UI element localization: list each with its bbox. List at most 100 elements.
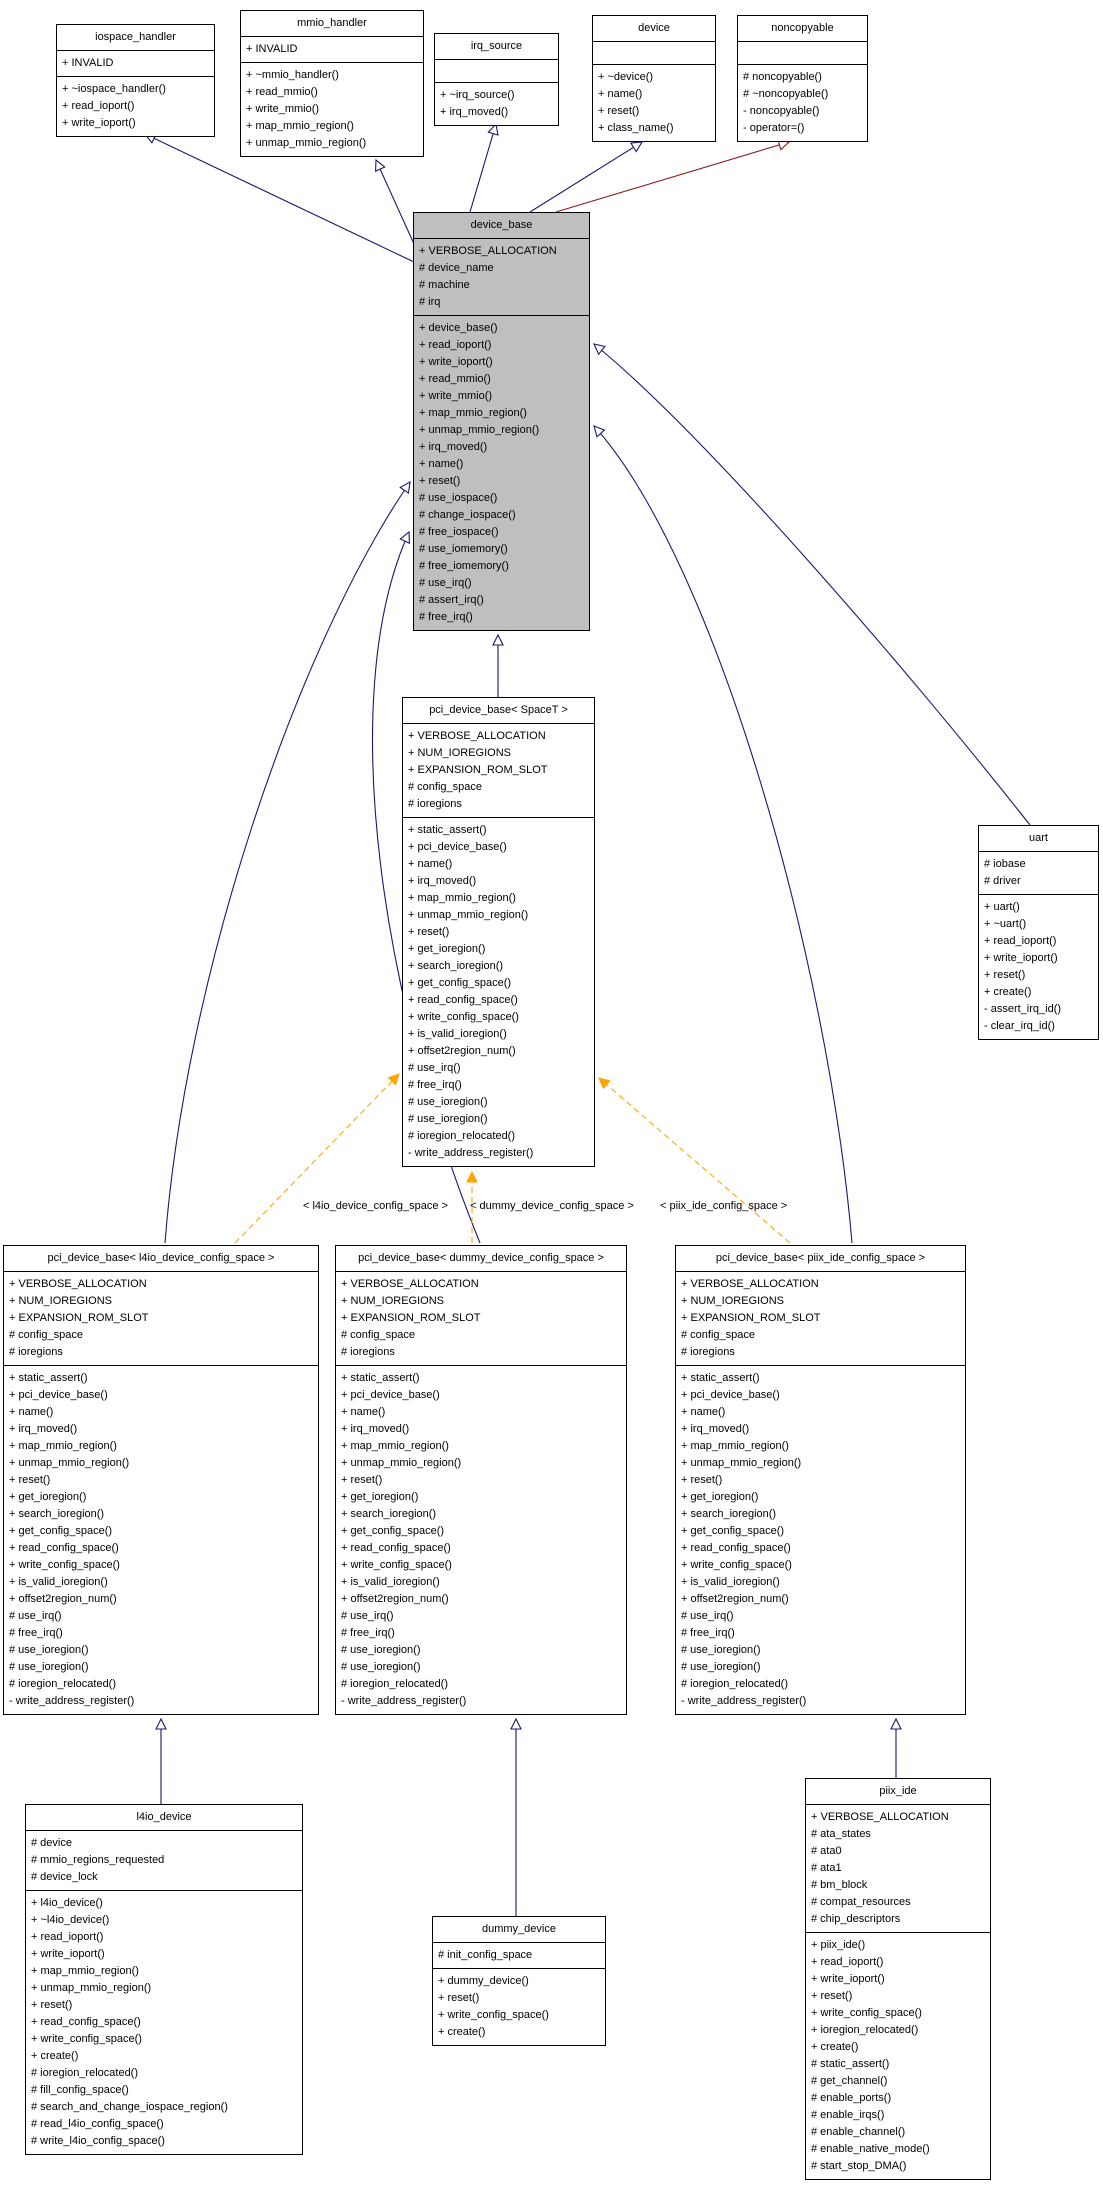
method-row: # use_irq() bbox=[419, 577, 472, 589]
attribute-row: # device_lock bbox=[31, 1871, 98, 1883]
attribute-row: + VERBOSE_ALLOCATION bbox=[341, 1278, 479, 1290]
attributes-section: + VERBOSE_ALLOCATION+ NUM_IOREGIONS+ EXP… bbox=[336, 1272, 626, 1365]
class-title: iospace_handler bbox=[57, 25, 214, 51]
class-node-device-base[interactable]: device_base+ VERBOSE_ALLOCATION# device_… bbox=[413, 212, 590, 631]
attribute-row: + NUM_IOREGIONS bbox=[341, 1295, 444, 1307]
class-title: piix_ide bbox=[806, 1779, 990, 1805]
method-row: + is_valid_ioregion() bbox=[408, 1028, 507, 1040]
attribute-row: # config_space bbox=[681, 1329, 755, 1341]
attributes-section: + VERBOSE_ALLOCATION# ata_states# ata0# … bbox=[806, 1805, 990, 1932]
class-node-l4io-device[interactable]: l4io_device# device# mmio_regions_reques… bbox=[25, 1804, 303, 2155]
method-row: + get_config_space() bbox=[341, 1525, 445, 1537]
method-row: # use_irq() bbox=[9, 1610, 62, 1622]
attributes-section: # device# mmio_regions_requested# device… bbox=[26, 1831, 302, 1890]
method-row: + name() bbox=[681, 1406, 726, 1418]
class-node-piix-ide[interactable]: piix_ide+ VERBOSE_ALLOCATION# ata_states… bbox=[805, 1778, 991, 2180]
class-title: uart bbox=[979, 826, 1098, 852]
method-row: # search_and_change_iospace_region() bbox=[31, 2101, 228, 2113]
class-node-irq-source[interactable]: irq_source+ ~irq_source()+ irq_moved() bbox=[434, 33, 559, 126]
method-row: + read_config_space() bbox=[341, 1542, 451, 1554]
method-row: # enable_channel() bbox=[811, 2126, 906, 2138]
method-row: # free_irq() bbox=[408, 1079, 462, 1091]
method-row: + unmap_mmio_region() bbox=[31, 1982, 152, 1994]
method-row: # free_iospace() bbox=[419, 526, 499, 538]
attribute-row: + INVALID bbox=[62, 57, 114, 69]
method-row: # ~noncopyable() bbox=[743, 88, 829, 100]
methods-section: + ~device()+ name()+ reset()+ class_name… bbox=[593, 64, 715, 141]
method-row: + map_mmio_region() bbox=[408, 892, 516, 904]
method-row: + write_mmio() bbox=[246, 103, 320, 115]
method-row: + unmap_mmio_region() bbox=[246, 137, 367, 149]
attribute-row: + EXPANSION_ROM_SLOT bbox=[408, 764, 548, 776]
attribute-row: # mmio_regions_requested bbox=[31, 1854, 165, 1866]
class-node-uart[interactable]: uart# iobase# driver+ uart()+ ~uart()+ r… bbox=[978, 825, 1099, 1040]
method-row: + map_mmio_region() bbox=[419, 407, 527, 419]
methods-section: + l4io_device()+ ~l4io_device()+ read_io… bbox=[26, 1890, 302, 2154]
method-row: + write_config_space() bbox=[31, 2033, 142, 2045]
class-title: pci_device_base< dummy_device_config_spa… bbox=[336, 1246, 626, 1272]
methods-section: # noncopyable()# ~noncopyable()- noncopy… bbox=[738, 64, 867, 141]
method-row: + unmap_mmio_region() bbox=[341, 1457, 462, 1469]
class-node-pci-device-base-piix[interactable]: pci_device_base< piix_ide_config_space >… bbox=[675, 1245, 966, 1715]
method-row: + write_ioport() bbox=[62, 117, 136, 129]
method-row: # use_ioregion() bbox=[341, 1644, 421, 1656]
method-row: # ioregion_relocated() bbox=[341, 1678, 449, 1690]
method-row: + reset() bbox=[9, 1474, 51, 1486]
method-row: - assert_irq_id() bbox=[984, 1003, 1062, 1015]
method-row: + write_ioport() bbox=[984, 952, 1058, 964]
method-row: + offset2region_num() bbox=[9, 1593, 117, 1605]
attribute-row: + VERBOSE_ALLOCATION bbox=[811, 1811, 949, 1823]
method-row: + write_mmio() bbox=[419, 390, 493, 402]
method-row: + device_base() bbox=[419, 322, 498, 334]
class-node-pci-device-base-l4io[interactable]: pci_device_base< l4io_device_config_spac… bbox=[3, 1245, 319, 1715]
template-arg-label-dummy: < dummy_device_config_space > bbox=[470, 1200, 634, 1212]
method-row: + irq_moved() bbox=[341, 1423, 410, 1435]
class-node-noncopyable[interactable]: noncopyable# noncopyable()# ~noncopyable… bbox=[737, 15, 868, 142]
attributes-section: # init_config_space bbox=[433, 1943, 605, 1968]
method-row: + read_mmio() bbox=[419, 373, 491, 385]
method-row: + l4io_device() bbox=[31, 1897, 103, 1909]
method-row: # use_ioregion() bbox=[681, 1644, 761, 1656]
method-row: + static_assert() bbox=[341, 1372, 420, 1384]
method-row: # use_ioregion() bbox=[9, 1661, 89, 1673]
method-row: - write_address_register() bbox=[681, 1695, 807, 1707]
attribute-row: + EXPANSION_ROM_SLOT bbox=[9, 1312, 149, 1324]
method-row: + write_ioport() bbox=[419, 356, 493, 368]
method-row: + unmap_mmio_region() bbox=[681, 1457, 802, 1469]
method-row: # use_iospace() bbox=[419, 492, 498, 504]
method-row: + pci_device_base() bbox=[681, 1389, 780, 1401]
class-node-mmio-handler[interactable]: mmio_handler+ INVALID+ ~mmio_handler()+ … bbox=[240, 10, 424, 157]
method-row: + unmap_mmio_region() bbox=[408, 909, 529, 921]
method-row: # use_ioregion() bbox=[408, 1096, 488, 1108]
method-row: + reset() bbox=[681, 1474, 723, 1486]
method-row: + get_config_space() bbox=[9, 1525, 113, 1537]
method-row: + read_ioport() bbox=[31, 1931, 104, 1943]
method-row: + is_valid_ioregion() bbox=[681, 1576, 780, 1588]
attribute-row: + NUM_IOREGIONS bbox=[408, 747, 511, 759]
method-row: + static_assert() bbox=[9, 1372, 88, 1384]
method-row: # get_channel() bbox=[811, 2075, 888, 2087]
methods-section: + ~iospace_handler()+ read_ioport()+ wri… bbox=[57, 76, 214, 136]
attribute-row: # config_space bbox=[341, 1329, 415, 1341]
methods-section: + uart()+ ~uart()+ read_ioport()+ write_… bbox=[979, 894, 1098, 1039]
attribute-row: # device_name bbox=[419, 262, 494, 274]
class-node-pci-device-base-dummy[interactable]: pci_device_base< dummy_device_config_spa… bbox=[335, 1245, 627, 1715]
method-row: # use_irq() bbox=[341, 1610, 394, 1622]
method-row: # free_iomemory() bbox=[419, 560, 509, 572]
attribute-row: # ioregions bbox=[408, 798, 462, 810]
class-node-device[interactable]: device+ ~device()+ name()+ reset()+ clas… bbox=[592, 15, 716, 142]
method-row: # fill_config_space() bbox=[31, 2084, 129, 2096]
class-node-iospace-handler[interactable]: iospace_handler + INVALID + ~iospace_handl… bbox=[56, 24, 215, 137]
method-row: - write_address_register() bbox=[9, 1695, 135, 1707]
attributes-section: + INVALID bbox=[241, 37, 423, 62]
method-row: + is_valid_ioregion() bbox=[9, 1576, 108, 1588]
method-row: + write_config_space() bbox=[408, 1011, 519, 1023]
method-row: + ioregion_relocated() bbox=[811, 2024, 919, 2036]
class-node-dummy-device[interactable]: dummy_device# init_config_space+ dummy_d… bbox=[432, 1916, 606, 2046]
class-node-pci-device-base-spacet[interactable]: pci_device_base< SpaceT >+ VERBOSE_ALLOC… bbox=[402, 697, 595, 1167]
attribute-row: # iobase bbox=[984, 858, 1026, 870]
method-row: + get_ioregion() bbox=[341, 1491, 419, 1503]
methods-section: + dummy_device()+ reset()+ write_config_… bbox=[433, 1968, 605, 2045]
method-row: + map_mmio_region() bbox=[246, 120, 354, 132]
